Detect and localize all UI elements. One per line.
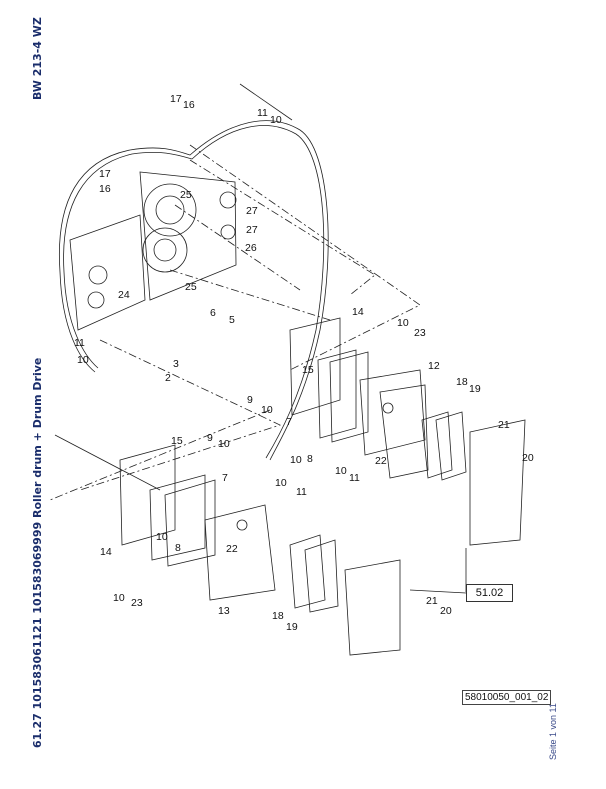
callout-25[interactable]: 25: [180, 189, 192, 201]
callout-21[interactable]: 21: [498, 419, 510, 431]
callout-18[interactable]: 18: [272, 610, 284, 622]
callout-11[interactable]: 11: [257, 107, 268, 119]
callout-11[interactable]: 11: [349, 472, 360, 484]
callout-12[interactable]: 12: [428, 360, 440, 372]
callout-14[interactable]: 14: [352, 306, 364, 318]
callout-7[interactable]: 7: [222, 472, 228, 484]
callout-26[interactable]: 26: [245, 242, 257, 254]
callout-2[interactable]: 2: [165, 372, 171, 384]
callout-19[interactable]: 19: [286, 621, 298, 633]
callout-13[interactable]: 13: [218, 605, 230, 617]
callout-20[interactable]: 20: [522, 452, 534, 464]
assembly-lines: [49, 144, 421, 501]
callout-23[interactable]: 23: [414, 327, 426, 339]
callout-10[interactable]: 10: [218, 438, 230, 450]
callout-10[interactable]: 10: [77, 354, 89, 366]
callout-20[interactable]: 20: [440, 605, 452, 617]
callout-10[interactable]: 10: [275, 477, 287, 489]
callout-8[interactable]: 8: [307, 453, 313, 465]
callout-16[interactable]: 16: [99, 183, 111, 195]
reference-box-51-02[interactable]: 51.02: [466, 584, 513, 602]
callout-10[interactable]: 10: [270, 114, 282, 126]
callout-17[interactable]: 17: [99, 168, 111, 180]
callout-27[interactable]: 27: [246, 205, 258, 217]
callout-22[interactable]: 22: [226, 543, 238, 555]
leader-51-02-a: [409, 589, 467, 594]
callout-27[interactable]: 27: [246, 224, 258, 236]
callout-24[interactable]: 24: [118, 289, 130, 301]
callout-5[interactable]: 5: [229, 314, 235, 326]
callout-8[interactable]: 8: [175, 542, 181, 554]
callout-17[interactable]: 17: [170, 93, 182, 105]
callout-21[interactable]: 21: [426, 595, 438, 607]
module-left: [119, 444, 401, 656]
callout-18[interactable]: 18: [456, 376, 468, 388]
callout-10[interactable]: 10: [261, 404, 273, 416]
callout-11[interactable]: 11: [74, 337, 85, 349]
callout-6[interactable]: 6: [210, 307, 216, 319]
drive-plate: [69, 171, 237, 331]
callout-14[interactable]: 14: [100, 546, 112, 558]
callout-9[interactable]: 9: [207, 432, 213, 444]
callout-16[interactable]: 16: [183, 99, 195, 111]
callout-11[interactable]: 11: [296, 486, 307, 498]
callout-10[interactable]: 10: [335, 465, 347, 477]
callout-9[interactable]: 9: [247, 394, 253, 406]
callout-19[interactable]: 19: [469, 383, 481, 395]
callout-10[interactable]: 10: [290, 454, 302, 466]
callout-23[interactable]: 23: [131, 597, 143, 609]
callout-22[interactable]: 22: [375, 455, 387, 467]
callout-10[interactable]: 10: [397, 317, 409, 329]
callout-7[interactable]: 7: [286, 416, 292, 428]
callout-15[interactable]: 15: [171, 435, 183, 447]
callout-10[interactable]: 10: [156, 531, 168, 543]
callout-10[interactable]: 10: [113, 592, 125, 604]
callout-15[interactable]: 15: [302, 364, 314, 376]
callout-25[interactable]: 25: [185, 281, 197, 293]
image-id-label: 58010050_001_02: [462, 690, 552, 705]
roller-drum-outline: [54, 83, 329, 491]
module-right: [289, 317, 526, 546]
callout-3[interactable]: 3: [173, 358, 179, 370]
